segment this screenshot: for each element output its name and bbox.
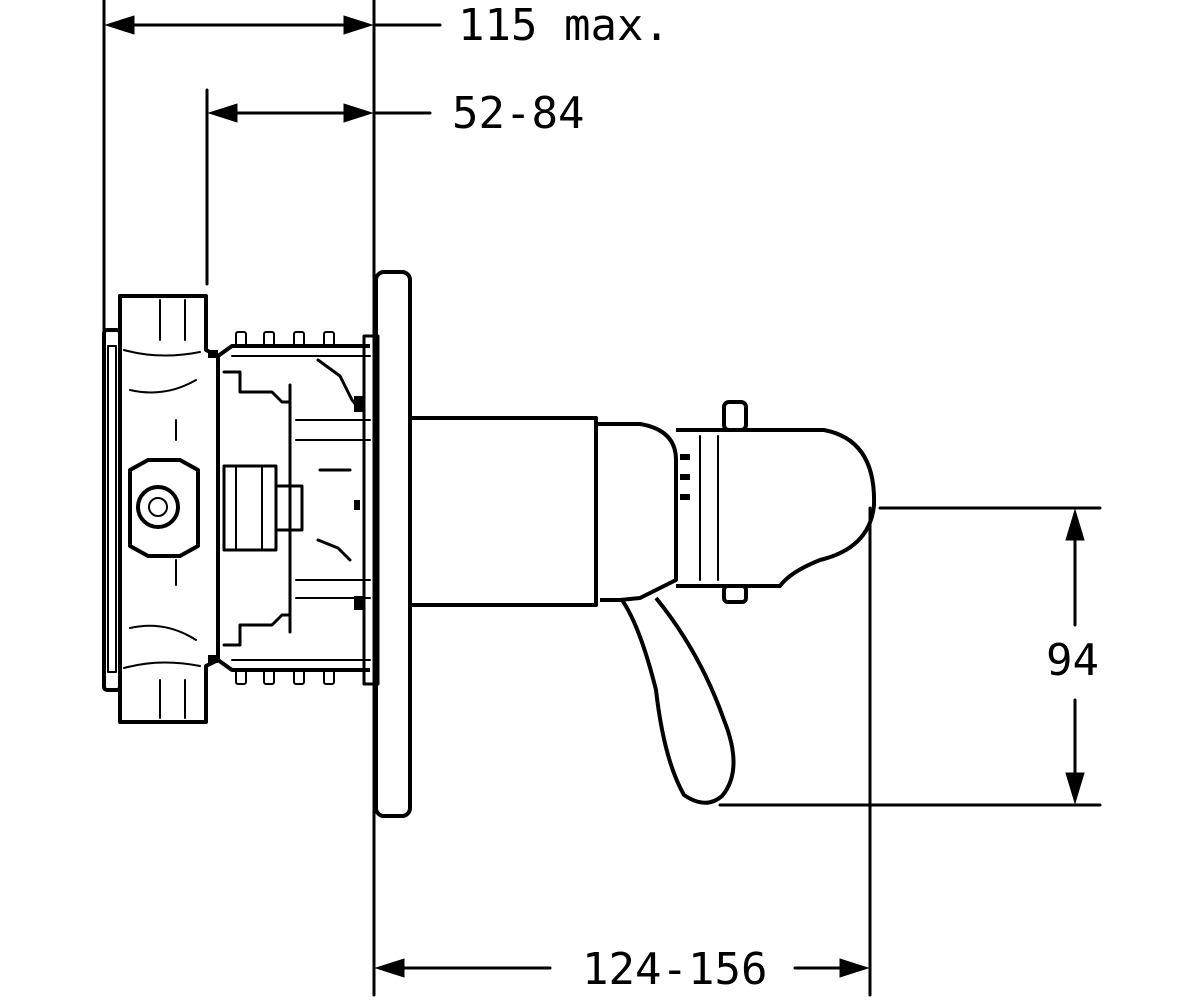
valve-body	[102, 294, 220, 724]
arrowhead-right	[839, 958, 870, 978]
dimension-projection: 124-156	[374, 944, 870, 995]
port-circle	[136, 485, 180, 529]
dimension-handle-height: 94	[1046, 508, 1099, 805]
trim-sleeve	[410, 400, 877, 805]
arrowhead-right	[343, 103, 374, 123]
dimension-wall-depth: 52-84	[207, 88, 584, 139]
dimension-label-handle-height: 94	[1046, 635, 1099, 686]
lever-handle	[620, 596, 736, 805]
dimension-label-wall-depth: 52-84	[452, 88, 584, 139]
arrowhead-bottom	[1065, 772, 1085, 805]
arrowhead-left	[104, 15, 135, 35]
dimension-label-overall-depth: 115 max.	[458, 0, 670, 51]
dimension-overall-depth: 115 max.	[104, 0, 670, 51]
arrowhead-left	[207, 103, 238, 123]
arrowhead-right	[343, 15, 374, 35]
dimension-label-projection: 124-156	[582, 944, 767, 995]
wall-plate	[362, 270, 412, 818]
arrowhead-top	[1065, 508, 1085, 541]
cartridge-cage	[208, 331, 371, 685]
extension-lines	[102, 0, 1102, 997]
arrowhead-left	[374, 958, 405, 978]
safety-button	[722, 400, 748, 432]
